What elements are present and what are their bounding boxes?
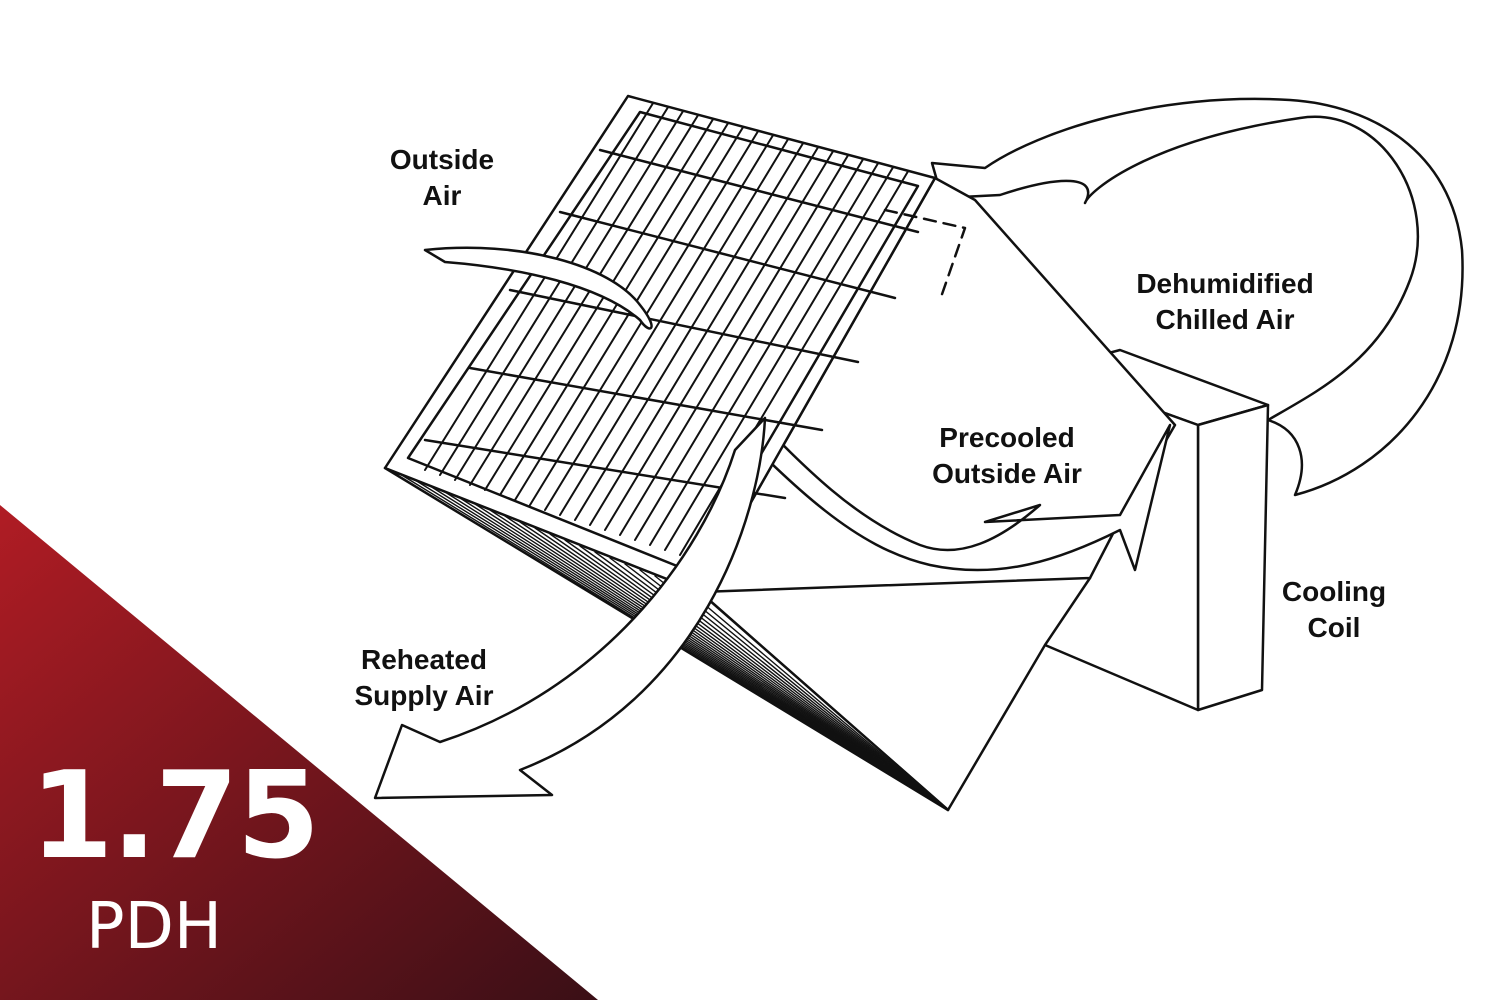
outside-air-arrow [423, 246, 653, 330]
label-outside-air: Outside Air [389, 144, 495, 211]
precooled-air-arrow [618, 303, 1172, 572]
dehumidified-air-arrow [930, 97, 1464, 497]
pdh-value: 1.75 [30, 747, 320, 886]
pdh-unit: PDH [86, 890, 222, 964]
label-precooled-outside-air: Precooled Outside Air [932, 422, 1082, 489]
label-cooling-coil: Cooling Coil [1281, 576, 1387, 643]
label-dehumidified-chilled-air: Dehumidified Chilled Air [1136, 268, 1314, 335]
label-reheated-supply-air: Reheated Supply Air [354, 644, 494, 711]
